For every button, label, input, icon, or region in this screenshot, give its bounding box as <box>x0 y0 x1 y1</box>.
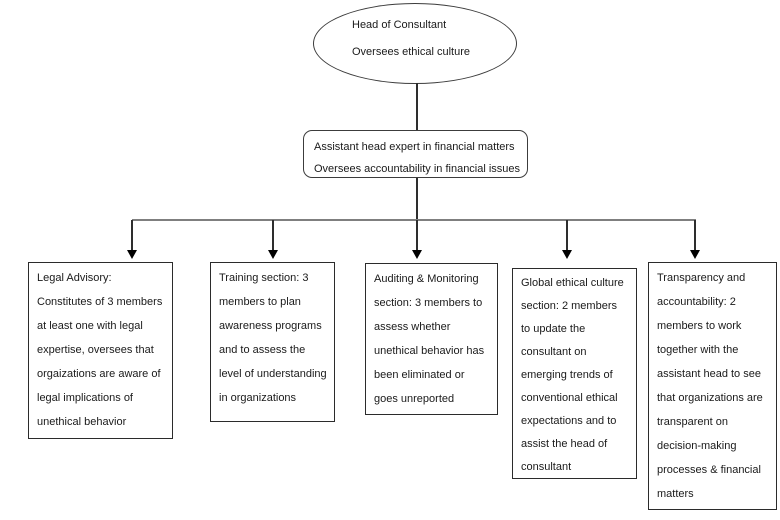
text-line: and to assess the <box>219 344 306 356</box>
arrow-down-icon <box>690 250 700 259</box>
branch-drop-training-section <box>272 220 274 251</box>
text-line: to update the <box>521 323 586 335</box>
text-line: accountability: 2 <box>657 296 736 308</box>
text-line: expertise, oversees that <box>37 344 154 356</box>
text-line: consultant <box>521 461 572 473</box>
branch-box-text: Legal Advisory: Constitutes of 3 members a… <box>29 263 172 434</box>
arrow-down-icon <box>562 250 572 259</box>
text-line: section: 2 members <box>521 300 617 312</box>
text-line: processes & financial <box>657 464 761 476</box>
text-line: Training section: 3 <box>219 272 309 284</box>
assistant-head-text: Assistant head expert in financial matte… <box>304 131 527 180</box>
text-line: in organizations <box>219 392 297 404</box>
text-line: together with the <box>657 344 739 356</box>
text-line: Oversees accountability in financial iss… <box>314 163 521 175</box>
branch-box-training-section: Training section: 3 members to plan awaren… <box>210 262 335 422</box>
branch-box-global-ethical-culture: Global ethical culture section: 2 members… <box>512 268 637 479</box>
text-line: assist the head of <box>521 438 608 450</box>
connector-assistant-to-branches <box>416 178 418 220</box>
text-line: orgaizations are aware of <box>37 368 161 380</box>
connector-head-to-assistant <box>416 83 418 130</box>
text-line: goes unreported <box>374 393 455 405</box>
text-line: Constitutes of 3 members <box>37 296 163 308</box>
text-line: consultant on <box>521 346 587 358</box>
text-line: been eliminated or <box>374 369 465 381</box>
branch-drop-global-ethical-culture <box>566 220 568 251</box>
text-line: assistant head to see <box>657 368 761 380</box>
branch-box-transparency-accountability: Transparency and accountability: 2 members… <box>648 262 777 510</box>
branch-box-text: Transparency and accountability: 2 members… <box>649 263 776 506</box>
text-line: Assistant head expert in financial matte… <box>314 141 515 153</box>
text-line: Oversees ethical culture <box>352 46 470 58</box>
branch-drop-legal-advisory <box>131 220 133 251</box>
text-line: assess whether <box>374 321 451 333</box>
text-line: emerging trends of <box>521 369 613 381</box>
text-line: Global ethical culture <box>521 277 624 289</box>
branch-connector-bar <box>132 219 696 221</box>
text-line: Auditing & Monitoring <box>374 273 479 285</box>
text-line: Head of Consultant <box>352 19 447 31</box>
text-line: decision-making <box>657 440 737 452</box>
text-line: section: 3 members to <box>374 297 483 309</box>
text-line: conventional ethical <box>521 392 618 404</box>
text-line: matters <box>657 488 694 500</box>
branch-box-legal-advisory: Legal Advisory: Constitutes of 3 members a… <box>28 262 173 439</box>
text-line: Transparency and <box>657 272 746 284</box>
assistant-head-node: Assistant head expert in financial matte… <box>303 130 528 178</box>
text-line: unethical behavior <box>37 416 127 428</box>
text-line: unethical behavior has <box>374 345 485 357</box>
arrow-down-icon <box>412 250 422 259</box>
text-line: expectations and to <box>521 415 617 427</box>
text-line: Legal Advisory: <box>37 272 112 284</box>
text-line: that organizations are <box>657 392 763 404</box>
text-line: members to work <box>657 320 742 332</box>
text-line: members to plan <box>219 296 301 308</box>
branch-box-text: Auditing & Monitoring section: 3 members … <box>366 264 497 411</box>
text-line: awareness programs <box>219 320 322 332</box>
branch-drop-auditing-monitoring <box>416 220 418 251</box>
branch-box-text: Training section: 3 members to plan awaren… <box>211 263 334 410</box>
branch-drop-transparency-accountability <box>694 220 696 251</box>
text-line: transparent on <box>657 416 728 428</box>
text-line: legal implications of <box>37 392 133 404</box>
arrow-down-icon <box>268 250 278 259</box>
text-line: at least one with legal <box>37 320 143 332</box>
text-line: level of understanding <box>219 368 327 380</box>
branch-box-auditing-monitoring: Auditing & Monitoring section: 3 members … <box>365 263 498 415</box>
arrow-down-icon <box>127 250 137 259</box>
branch-box-text: Global ethical culture section: 2 members… <box>513 269 636 479</box>
